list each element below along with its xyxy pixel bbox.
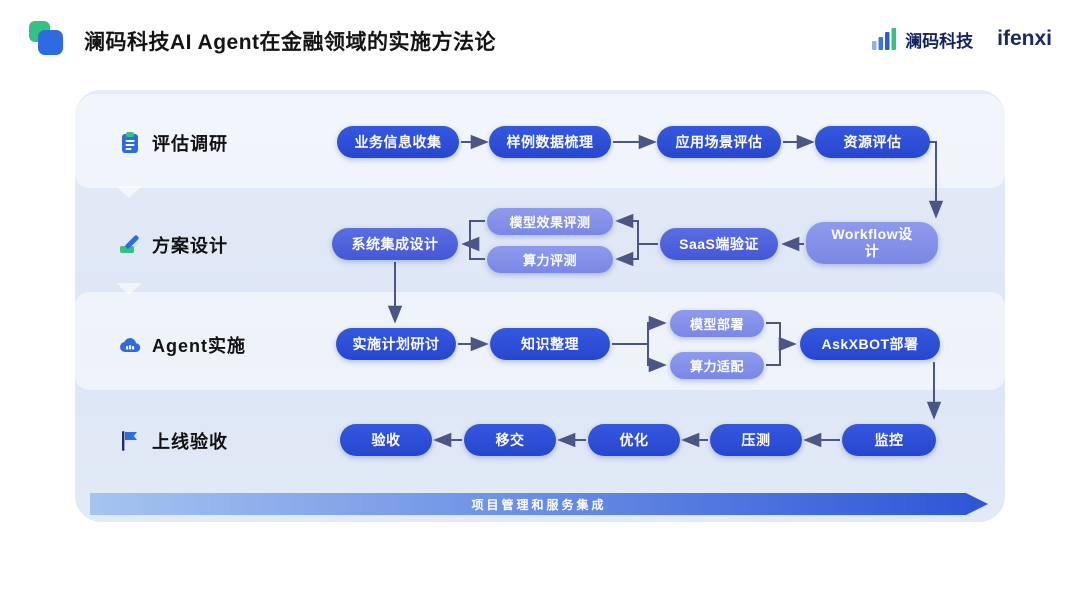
node-optimization: 优化: [588, 424, 680, 456]
brand-group: 澜码科技 ifenxi: [871, 26, 1052, 52]
node-model-evaluation: 模型效果评测: [487, 208, 613, 235]
node-model-deploy: 模型部署: [670, 310, 764, 337]
node-system-integration: 系统集成设计: [332, 228, 458, 260]
stage-label-text: 上线验收: [152, 432, 228, 452]
brand-bars-icon: [872, 28, 897, 50]
flag-icon: [122, 431, 137, 451]
node-resource-eval: 资源评估: [815, 126, 930, 158]
node-knowledge-organize: 知识整理: [490, 328, 610, 360]
node-compute-evaluation: 算力评测: [487, 246, 613, 273]
node-handover: 移交: [464, 424, 556, 456]
stage-label-design: 方案设计: [118, 232, 228, 258]
down-pointer-decoration: [116, 283, 142, 295]
down-pointer-decoration: [116, 186, 142, 198]
partner-name: ifenxi: [997, 27, 1052, 50]
node-askxbot-deploy: AskXBOT部署: [800, 328, 940, 360]
node-implementation-plan: 实施计划研讨: [336, 328, 456, 360]
stage-label-acceptance: 上线验收: [118, 428, 228, 454]
page-title: 澜码科技AI Agent在金融领域的实施方法论: [84, 31, 497, 54]
clipboard-icon: [122, 132, 138, 153]
design-tools-icon: [120, 235, 139, 253]
stage-label-text: Agent实施: [152, 336, 246, 356]
node-monitoring: 监控: [842, 424, 936, 456]
stage-label-implementation: Agent实施: [118, 332, 246, 358]
stage-label-text: 评估调研: [152, 134, 228, 154]
cloud-icon: [120, 338, 141, 353]
node-scenario-eval: 应用场景评估: [657, 126, 781, 158]
stage-label-text: 方案设计: [152, 236, 228, 256]
node-acceptance: 验收: [340, 424, 432, 456]
project-management-banner: 项目管理和服务集成: [90, 493, 988, 515]
brand-name: 澜码科技: [905, 31, 974, 51]
node-sample-data: 样例数据梳理: [489, 126, 611, 158]
node-stress-test: 压测: [710, 424, 802, 456]
node-workflow-design: Workflow设计: [806, 222, 938, 264]
node-compute-adapt: 算力适配: [670, 352, 764, 379]
company-logo-icon: [29, 21, 63, 55]
node-saas-verification: SaaS端验证: [660, 228, 778, 260]
node-business-info: 业务信息收集: [337, 126, 459, 158]
stage-label-research: 评估调研: [118, 130, 228, 156]
